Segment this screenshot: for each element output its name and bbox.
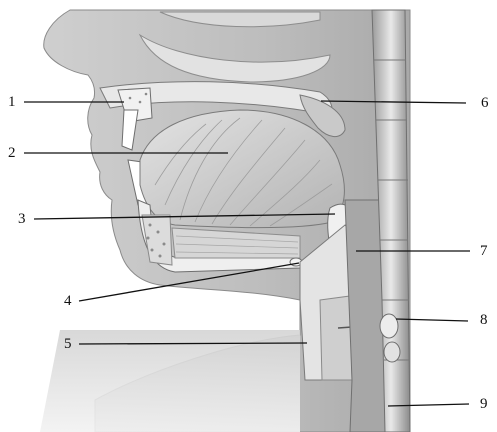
neck-front [40, 330, 300, 432]
label-3: 3 [18, 212, 26, 227]
esophagus-ring [380, 314, 398, 338]
label-9: 9 [480, 397, 488, 412]
esophagus-ring-lower [384, 342, 400, 362]
label-7: 7 [480, 244, 488, 259]
pharynx-trachea [345, 200, 385, 432]
label-1: 1 [8, 95, 16, 110]
label-8: 8 [480, 313, 488, 328]
label-5: 5 [64, 337, 72, 352]
larynx-inner [320, 296, 352, 380]
label-2: 2 [8, 146, 16, 161]
label-4: 4 [64, 294, 72, 309]
label-6: 6 [481, 96, 489, 111]
